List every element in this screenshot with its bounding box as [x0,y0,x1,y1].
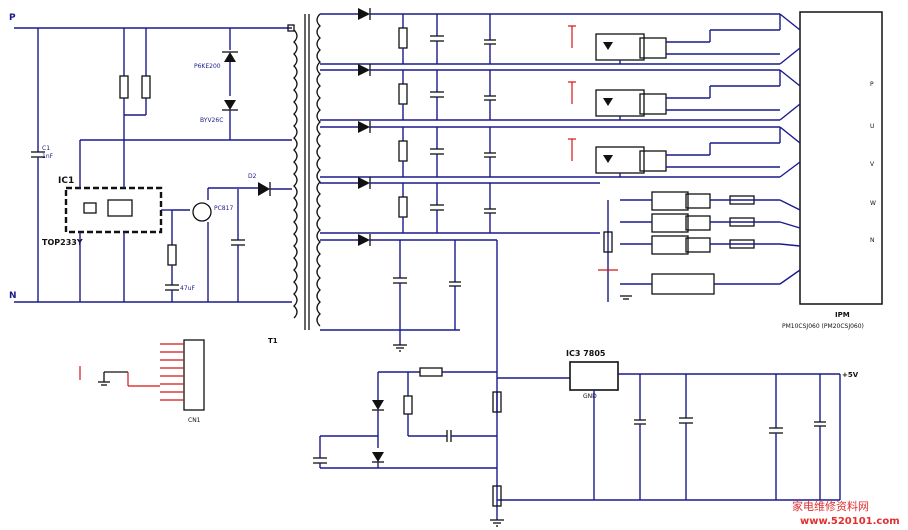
vz-symbol [224,52,236,62]
ic3-name: IC3 7805 [566,349,606,358]
fb-transistor [192,202,212,222]
ic1-part: TOP233Y [42,238,83,247]
connector-cn1: CN1 [79,339,205,424]
cn1-body [183,339,205,411]
ipm-pin-n: N [870,237,875,244]
channel-2 [320,64,780,121]
p-rail-label: P [9,13,16,23]
secondary-channels [320,8,780,352]
ipm-pin-w: W [870,200,876,207]
opto-drivers-upper [568,14,781,177]
ipm-name: IPM [835,311,850,319]
r1-body [119,75,129,99]
d-aux-symbol [258,182,270,196]
d-clamp-label: BYV26C [200,117,223,124]
transformer: T1 [268,13,321,345]
ipm-pin-p: P [870,81,874,88]
ic1-name: IC1 [58,176,74,186]
primary-winding [293,29,298,319]
channel-4 [320,177,600,234]
ic3-gnd: GND [583,393,597,400]
ipm-part: PM10CSJ060 (PM20CSJ060) [782,323,864,330]
opto-6 [620,235,780,255]
ic1-inner-opto [83,202,97,214]
ipm-pin-u: U [870,123,874,130]
regulator-section: IC3 7805 GND +5V [313,240,859,527]
rc-resistor [167,244,177,266]
ipm-module: IPM PM10CSJ060 (PM20CSJ060) P U V W N [779,11,883,330]
ic3-body [569,361,619,391]
rc-cap-label: 47uF [180,285,195,292]
opto-3 [568,138,780,177]
opto-1 [568,25,780,64]
channel-3 [320,121,780,178]
opto-2 [568,81,780,120]
watermark-url: www.520101.com [800,516,900,527]
ch5-diode [358,234,370,246]
ic1-body [64,186,163,234]
opto-5 [620,213,780,233]
lower-rail-res [603,231,613,253]
r2-body [141,75,151,99]
cn1-label: CN1 [188,417,201,424]
channel-1 [320,8,780,65]
opto-7 [620,273,780,295]
c1-label: C1 [42,145,50,152]
d-aux-label: D2 [248,173,257,180]
c1-value: 1nF [42,153,54,160]
watermark: 家电维修资料网 www.520101.com [792,499,900,527]
n-rail-label: N [9,291,17,301]
d-clamp-symbol [224,100,236,110]
primary-section: P N C1 1nF IC1 TOP233Y [9,13,295,303]
opto-4 [620,191,780,211]
ipm-pin-v: V [870,161,875,168]
fb-label: PC817 [214,205,233,212]
transformer-label: T1 [268,337,278,345]
ipm-body [799,11,883,305]
secondary-winding [316,13,321,327]
watermark-cn: 家电维修资料网 [792,499,869,513]
opto-drivers-lower [598,191,780,302]
ic1-inner-block [107,199,133,217]
vout-label: +5V [842,371,859,379]
vz-label: P6KE200 [194,63,221,70]
p-rail-node [287,24,295,32]
